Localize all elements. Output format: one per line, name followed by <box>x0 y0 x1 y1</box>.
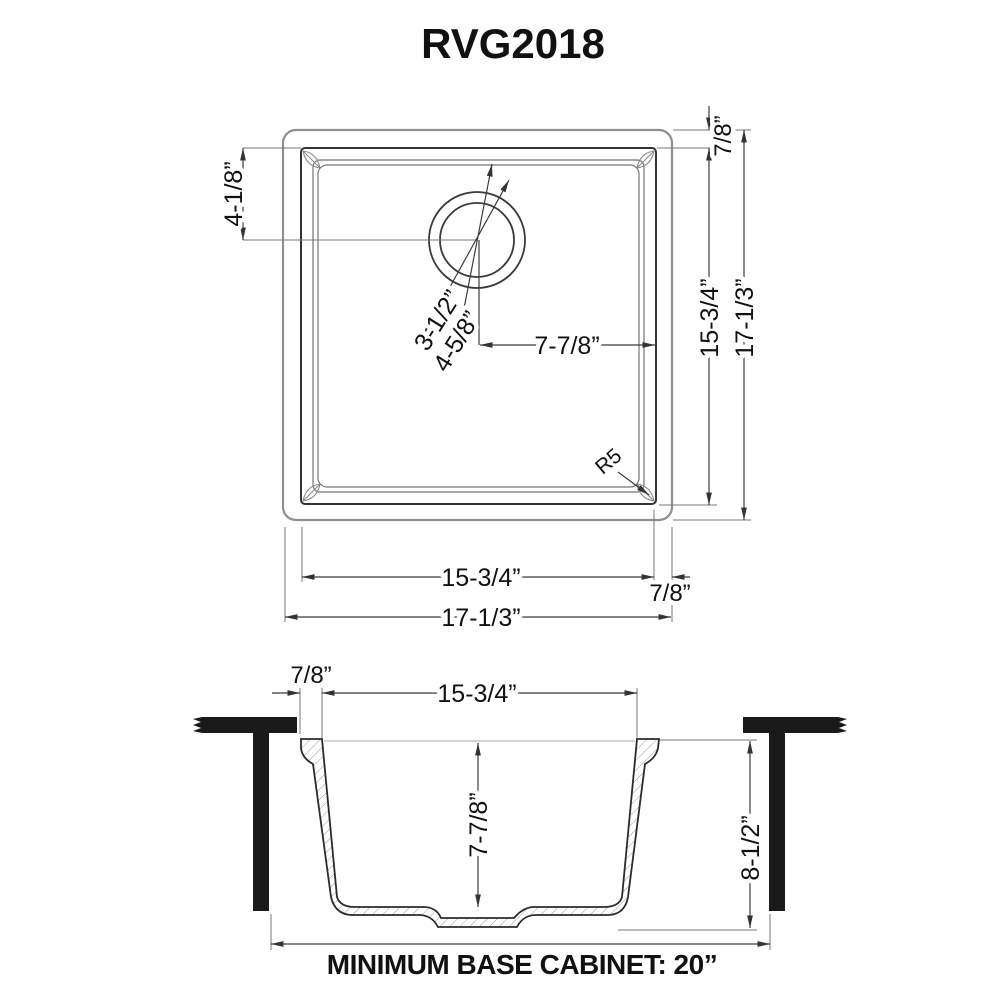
section-view <box>193 717 847 928</box>
cabinet-wall-left <box>253 733 269 911</box>
corner-bevel-top-left <box>302 150 321 169</box>
corner-bevel-bottom-left <box>302 483 321 502</box>
dim-bowl-width-label: 15-3/4” <box>441 564 520 592</box>
bowl-rim <box>300 147 657 505</box>
sink-outer-edge <box>281 128 674 522</box>
countertop-right <box>743 717 847 733</box>
base-cabinet-note: MINIMUM BASE CABINET: 20” <box>327 949 717 980</box>
sink-cross-section <box>300 738 661 928</box>
dim-drain-offset-label: 4-1/8” <box>220 161 248 226</box>
section-dimensions: 7/8” 15-3/4” 7-7/8” 8-1/2” MINIMUM BASE … <box>270 658 771 985</box>
corner-bevel-top-right <box>636 150 655 169</box>
dim-overall-width-label: 17-1/3” <box>441 604 520 632</box>
dim-bowl-length-label: 15-3/4” <box>696 278 724 357</box>
leader-line-corner-radius <box>617 471 650 496</box>
bowl-slope-upper-edge <box>312 159 645 493</box>
dim-drain-to-edge-label: 7-7/8” <box>534 332 599 360</box>
cabinet-wall-right <box>769 733 785 911</box>
dim-section-bowl-width-label: 15-3/4” <box>437 680 516 708</box>
dim-overall-height-label: 8-1/2” <box>737 815 765 880</box>
countertop-left <box>193 717 297 733</box>
dim-overall-length-label: 17-1/3” <box>731 278 759 357</box>
dim-rim-overhang-label: 7/8” <box>290 662 331 689</box>
dim-line-drain-recess-diameter <box>454 163 493 356</box>
dim-rim-gap-top-label: 7/8” <box>710 115 737 156</box>
drawing-title: RVG2018 <box>421 20 605 67</box>
dim-rim-gap-bottom-label: 7/8” <box>649 580 690 607</box>
dim-bowl-depth-label: 7-7/8” <box>465 792 493 857</box>
